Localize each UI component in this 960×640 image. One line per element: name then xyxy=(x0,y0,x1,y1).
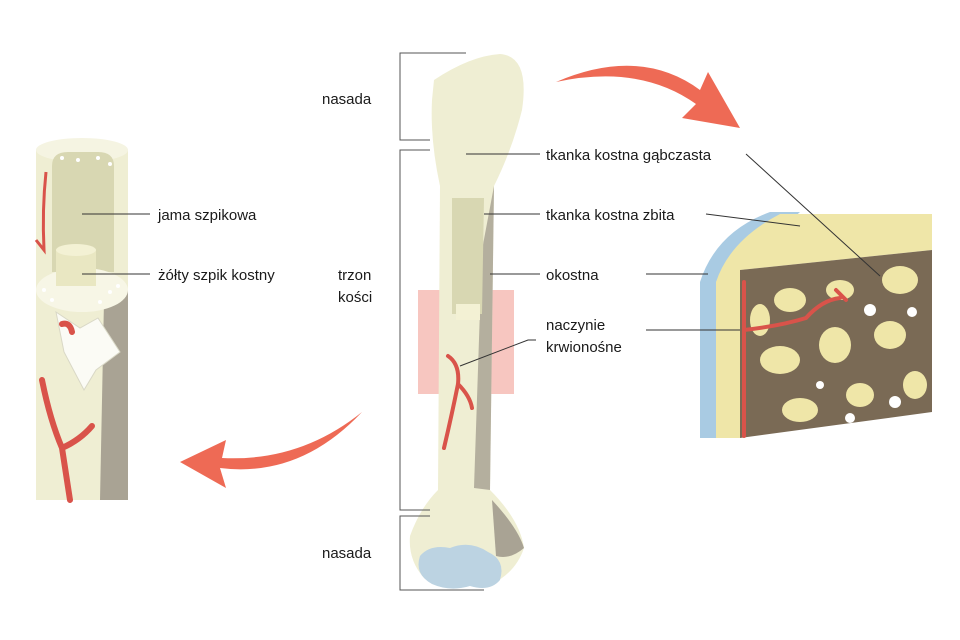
marrow-cavity xyxy=(52,152,114,272)
shaft-shadow xyxy=(474,186,494,490)
bracket-epiphysis-top xyxy=(399,52,466,141)
left-curved-arrow xyxy=(180,412,362,488)
compact-bone-rim xyxy=(716,214,932,438)
label-yellow-marrow: żółty szpik kostny xyxy=(158,267,275,284)
label-epiphysis-top: nasada xyxy=(322,91,372,108)
bracket-epiphysis-bottom xyxy=(399,515,484,591)
label-blood-vessel-line1: naczynie xyxy=(546,317,605,334)
spongy-bone-block xyxy=(700,212,932,438)
cutaway-shaft-shadow xyxy=(100,290,128,500)
diaphysis-cutaway xyxy=(34,138,128,503)
leader-compact-right xyxy=(705,213,801,227)
label-marrow-cavity: jama szpikowa xyxy=(157,207,257,224)
leader-vessel xyxy=(459,339,536,367)
label-periosteum: okostna xyxy=(546,267,599,284)
cortex-pores xyxy=(42,156,120,304)
shaft-marrow-cavity xyxy=(452,198,484,314)
marrow-holes xyxy=(816,304,917,423)
label-blood-vessel-line2: krwionośne xyxy=(546,339,622,356)
right-curved-arrow xyxy=(556,65,740,128)
shaft-yellow-marrow xyxy=(456,304,480,320)
long-bone xyxy=(409,54,524,589)
yellow-marrow-top xyxy=(56,244,96,256)
label-compact-bone: tkanka kostna zbita xyxy=(546,207,675,224)
block-vessel xyxy=(742,280,848,438)
bracket-diaphysis xyxy=(399,149,430,511)
label-diaphysis-line1: trzon xyxy=(338,267,371,284)
label-epiphysis-bottom: nasada xyxy=(322,545,372,562)
joint-cartilage xyxy=(418,544,502,589)
cutaway-vessel-lower xyxy=(39,320,95,503)
bottom-epiphysis-shadow xyxy=(492,500,524,557)
shaft-vessel xyxy=(442,354,474,450)
cutaway-vessel-upper xyxy=(34,171,48,255)
top-epiphysis xyxy=(431,54,524,186)
label-diaphysis-line2: kości xyxy=(338,289,372,306)
leader-spongy-right xyxy=(745,153,881,277)
label-spongy-bone: tkanka kostna gąbczasta xyxy=(546,147,712,164)
